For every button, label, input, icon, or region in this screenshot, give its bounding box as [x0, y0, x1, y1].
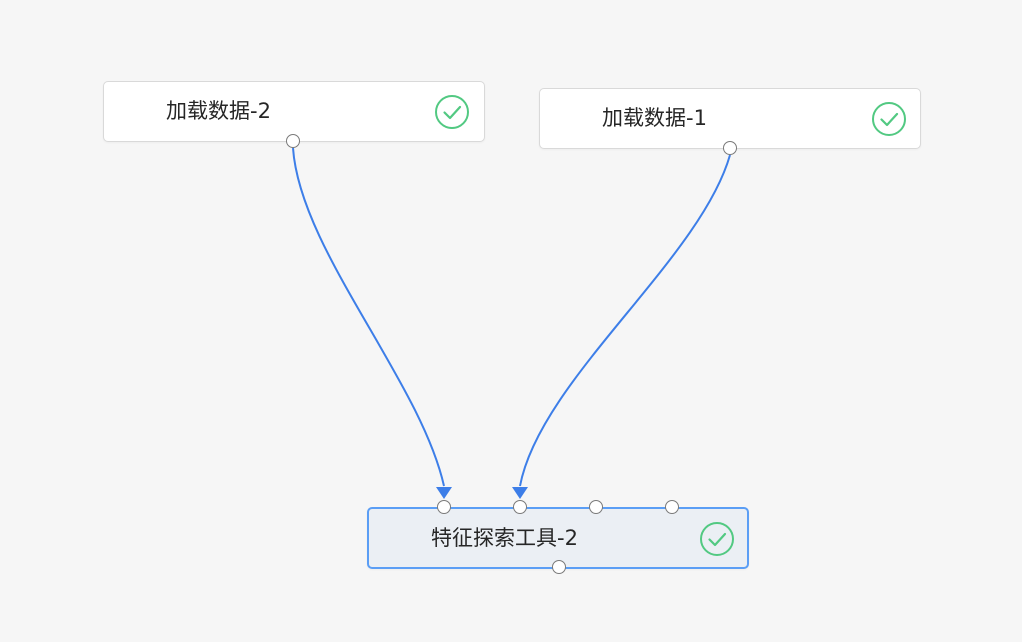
input-port-4[interactable] — [665, 500, 679, 514]
output-port[interactable] — [286, 134, 300, 148]
edge-arrow-head — [512, 487, 528, 499]
output-port[interactable] — [723, 141, 737, 155]
success-check-icon — [700, 522, 734, 556]
node-feature-explore-tool-2[interactable]: 特征探索工具-2 — [367, 500, 749, 574]
node-load-data-2[interactable]: 加载数据-2 — [103, 81, 485, 148]
node-label: 加载数据-2 — [166, 99, 271, 123]
node-label: 加载数据-1 — [602, 106, 707, 130]
input-port-3[interactable] — [589, 500, 603, 514]
node-label: 特征探索工具-2 — [431, 526, 578, 550]
edge-load-2-to-feature-explore-2[interactable] — [292, 147, 445, 487]
input-port-1[interactable] — [437, 500, 451, 514]
success-check-icon — [435, 95, 469, 129]
node-load-data-1[interactable]: 加载数据-1 — [539, 88, 921, 155]
success-check-icon — [872, 102, 906, 136]
edge-load-1-to-feature-explore-2[interactable] — [519, 154, 731, 487]
output-port[interactable] — [552, 560, 566, 574]
input-port-2[interactable] — [513, 500, 527, 514]
edge-arrow-head — [436, 487, 452, 499]
